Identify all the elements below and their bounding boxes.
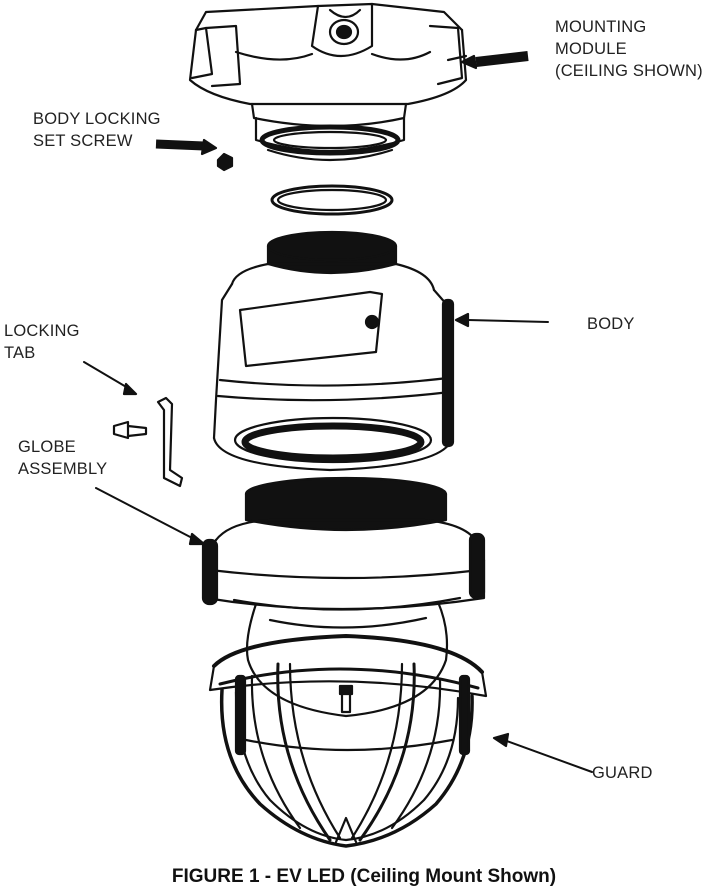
globe-assembly-label: GLOBE ASSEMBLY	[18, 436, 107, 480]
globe-assembly-label-line-2: ASSEMBLY	[18, 460, 108, 478]
guard-label-text: GUARD	[592, 764, 653, 782]
mounting-module-label-line-1: MOUNTING	[555, 18, 647, 36]
o-ring-part	[270, 184, 394, 216]
body-part	[212, 230, 549, 472]
body-label-text: BODY	[587, 315, 635, 333]
mounting-module-part	[188, 2, 529, 162]
mounting-module-label-line-2: MODULE	[555, 40, 627, 58]
locking-tab-part	[83, 361, 184, 488]
globe-assembly-part	[95, 476, 486, 718]
locking-tab-label-line-1: LOCKING	[4, 322, 80, 340]
globe-assembly-label-line-1: GLOBE	[18, 438, 76, 456]
mounting-module-label-line-3: (CEILING SHOWN)	[555, 62, 703, 80]
locking-tab-label-line-2: TAB	[4, 344, 36, 362]
guard-part	[208, 634, 593, 848]
body-locking-set-screw-label: BODY LOCKING SET SCREW	[33, 108, 161, 152]
figure-caption: FIGURE 1 - EV LED (Ceiling Mount Shown)	[171, 866, 557, 887]
guard-label: GUARD	[592, 762, 653, 784]
set-screw-label-line-2: SET SCREW	[33, 132, 133, 150]
set-screw-label-line-1: BODY LOCKING	[33, 110, 161, 128]
set-screw-part	[155, 138, 234, 172]
mounting-module-label: MOUNTING MODULE (CEILING SHOWN)	[555, 16, 703, 82]
locking-tab-label: LOCKING TAB	[4, 320, 80, 364]
body-label: BODY	[587, 313, 635, 335]
